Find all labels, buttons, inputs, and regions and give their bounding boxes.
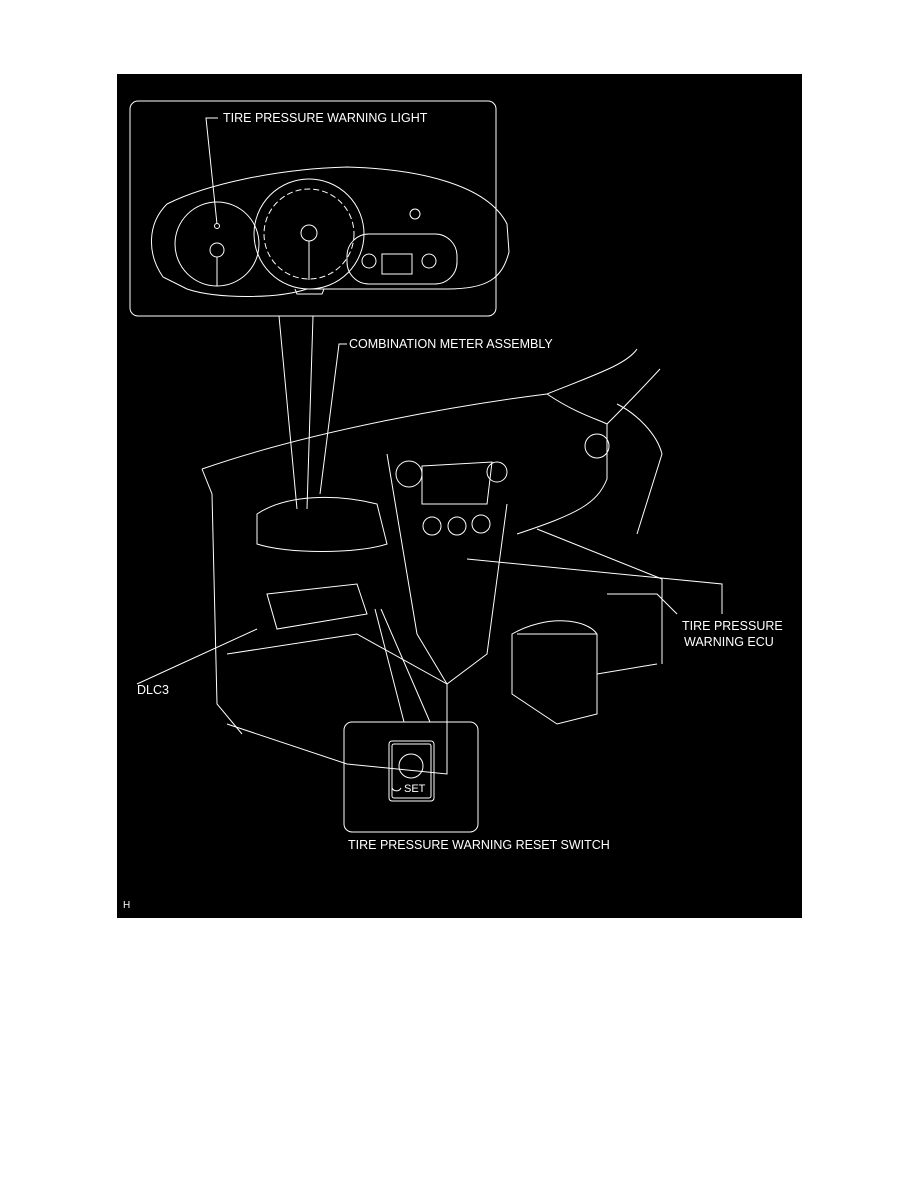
label-ecu-line1: TIRE PRESSURE xyxy=(682,619,783,633)
meter-inset-frame xyxy=(129,100,497,317)
reset-switch-button xyxy=(388,740,435,802)
left-gauge-hub xyxy=(209,242,225,258)
corner-code: H xyxy=(123,900,131,911)
dashboard-body xyxy=(201,348,678,775)
dlc3-leader xyxy=(136,628,258,685)
tire-pressure-icon xyxy=(391,787,402,792)
speedometer-hub xyxy=(300,224,318,242)
reset-switch-inset-frame xyxy=(343,721,479,833)
tire-pressure-warning-light-indicator xyxy=(214,223,220,229)
combination-meter-closeup xyxy=(151,117,510,297)
switch-set-text: SET xyxy=(404,783,426,795)
label-combination-meter-assembly: COMBINATION METER ASSEMBLY xyxy=(349,337,553,351)
ecu-leader xyxy=(466,558,723,614)
label-tire-pressure-warning-light: TIRE PRESSURE WARNING LIGHT xyxy=(223,111,428,125)
dashboard-illustration xyxy=(129,100,723,833)
label-dlc3: DLC3 xyxy=(137,683,169,697)
label-ecu-line2: WARNING ECU xyxy=(684,635,774,649)
diagram-panel: TIRE PRESSURE WARNING LIGHT COMBINATION … xyxy=(117,74,802,918)
label-reset-switch: TIRE PRESSURE WARNING RESET SWITCH xyxy=(348,838,610,852)
